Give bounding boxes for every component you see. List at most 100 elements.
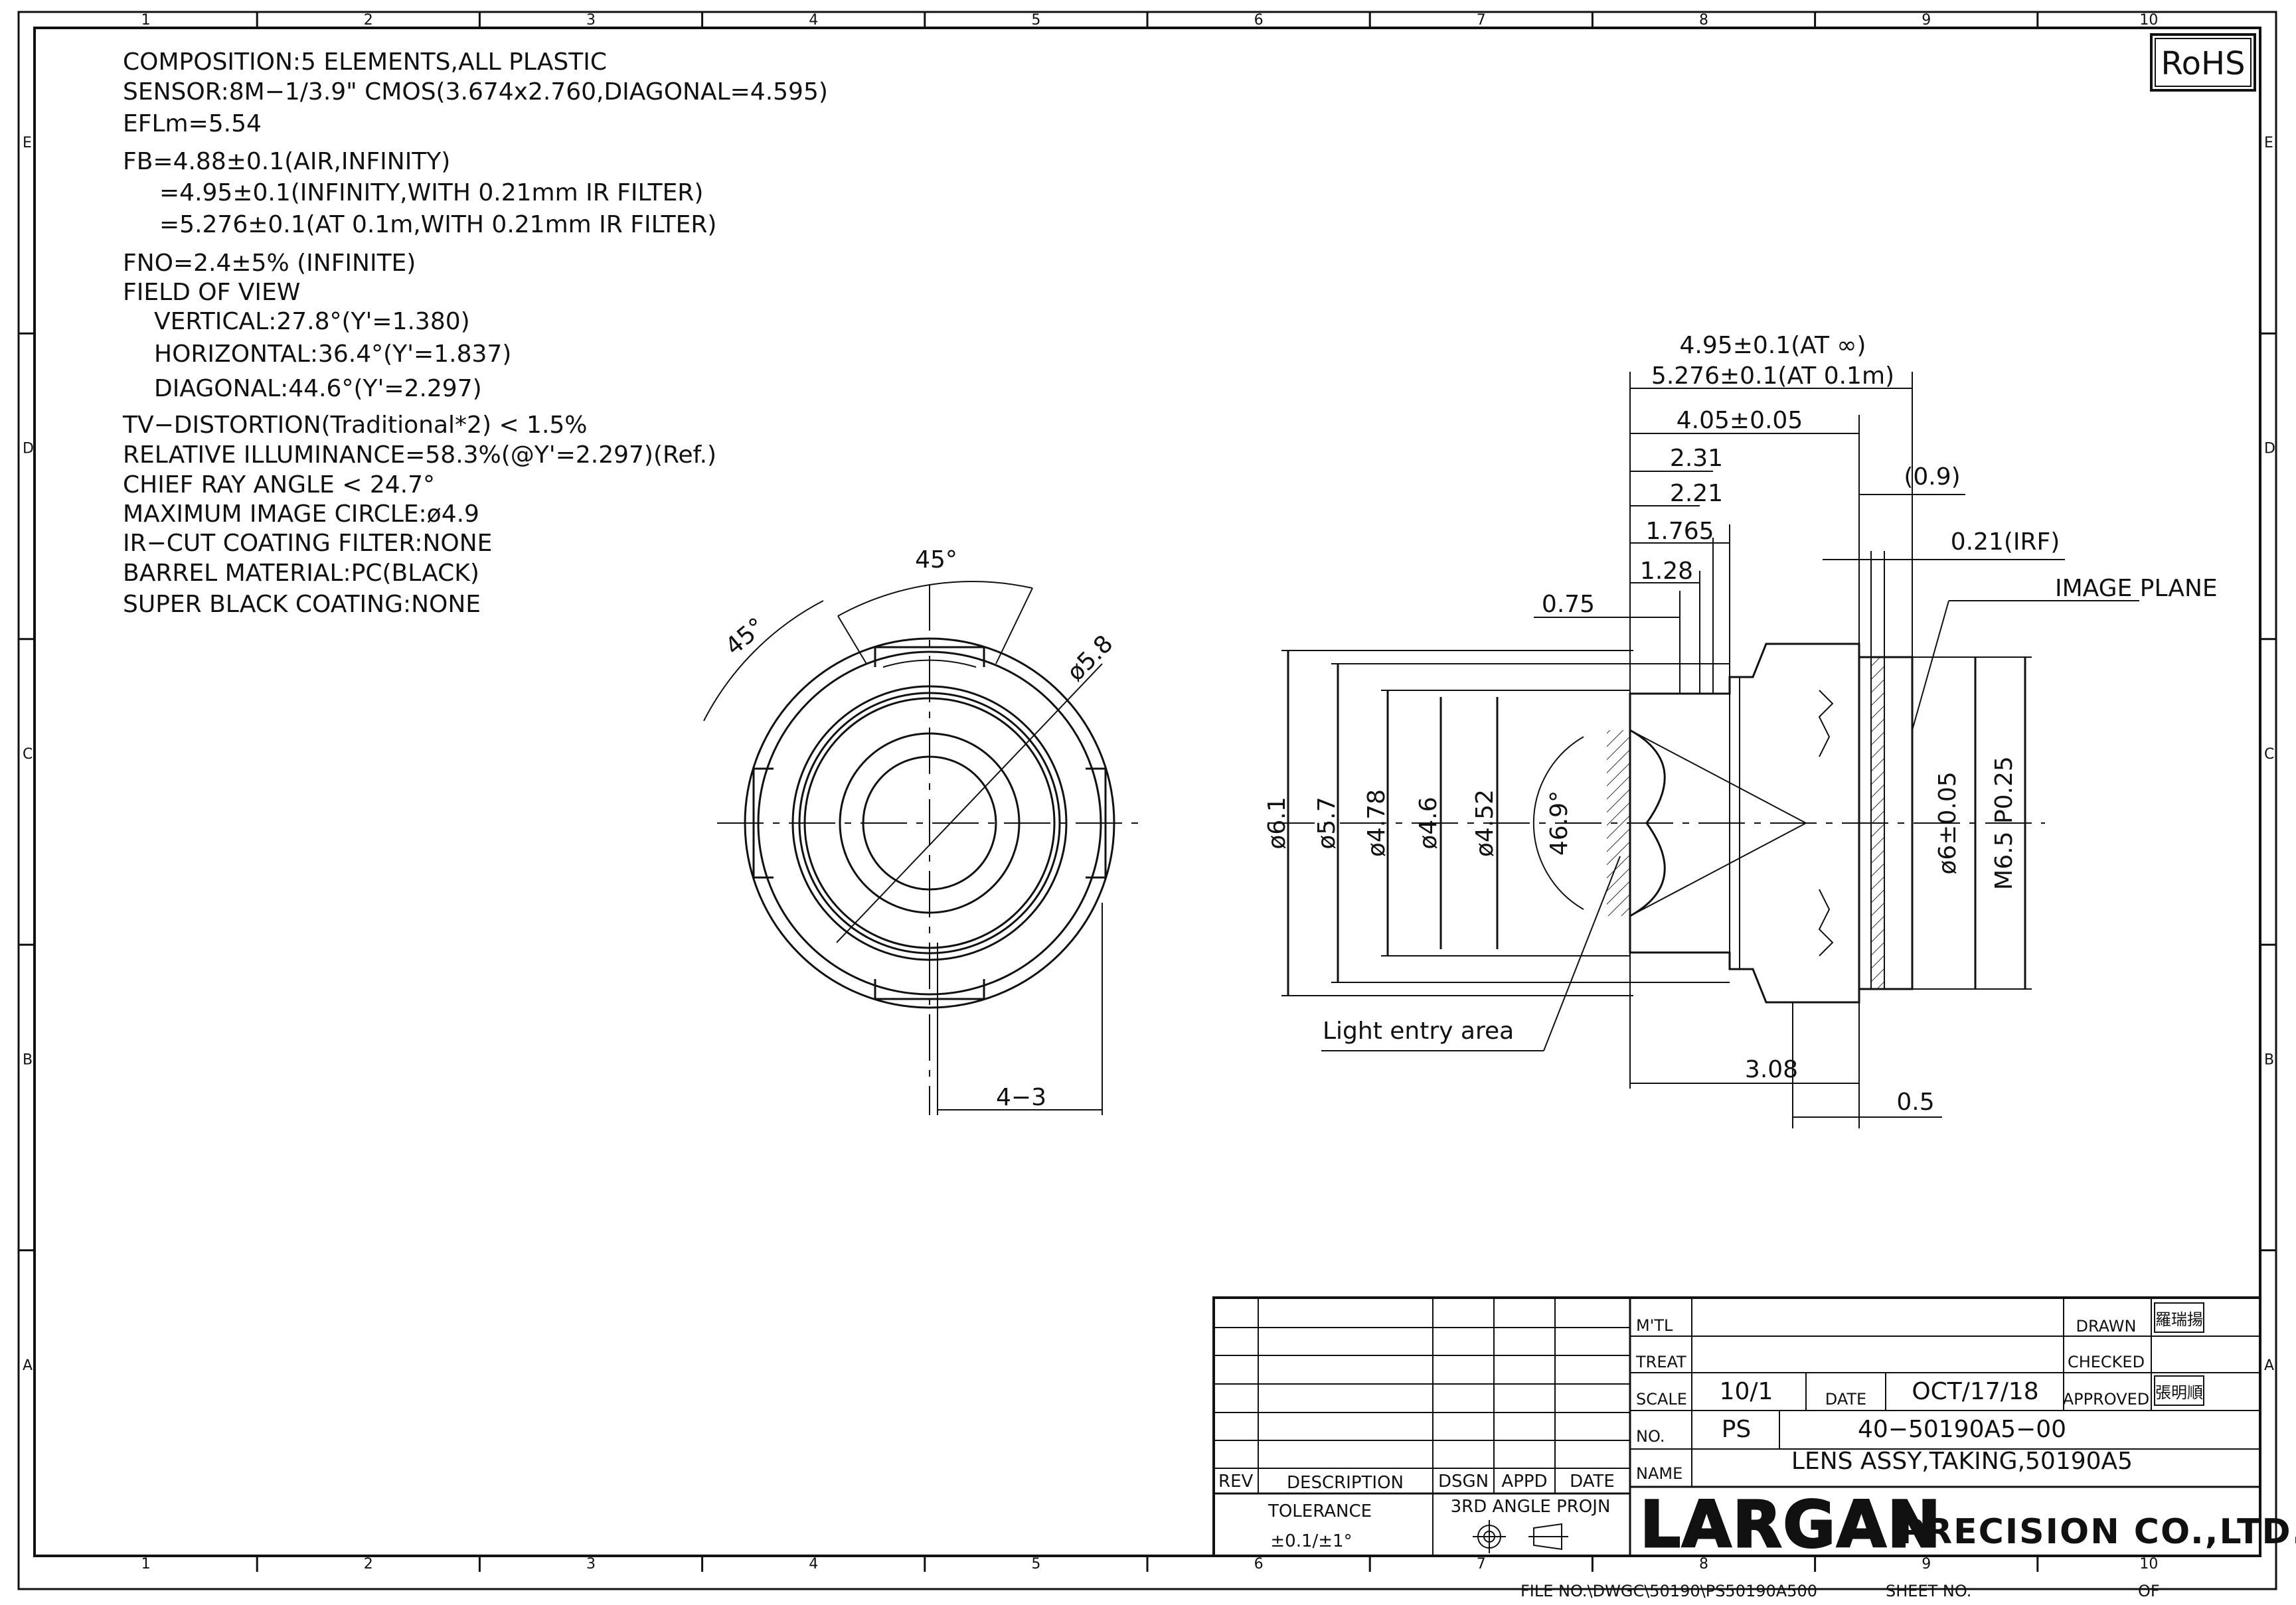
title-name-value: LENS ASSY,TAKING,50190A5	[1791, 1448, 2133, 1475]
title-rev: REV	[1218, 1472, 1253, 1491]
title-tolerance-value: ±0.1/±1°	[1270, 1531, 1352, 1551]
zone-label-right: D	[2264, 441, 2275, 457]
diameter-label: 46.9°	[1546, 791, 1573, 856]
front-view	[703, 581, 1142, 1115]
zone-label-bottom: 6	[1254, 1556, 1264, 1572]
diameter-leader	[836, 663, 1103, 943]
spec-line: CHIEF RAY ANGLE < 24.7°	[123, 471, 435, 498]
barrel-ring	[791, 685, 1068, 961]
title-date-label: DATE	[1825, 1390, 1866, 1409]
dimension-label: 1.765	[1645, 518, 1714, 545]
zone-label-bottom: 2	[364, 1556, 373, 1572]
thread-ring	[757, 650, 1102, 996]
zone-ticks	[19, 12, 2276, 1572]
diameter-label: ø4.6	[1415, 797, 1442, 849]
spec-line: HORIZONTAL:36.4°(Y'=1.837)	[154, 341, 511, 368]
spec-line: FB=4.88±0.1(AIR,INFINITY)	[123, 148, 450, 175]
angle-top-label: 45°	[915, 546, 957, 573]
spec-line: COMPOSITION:5 ELEMENTS,ALL PLASTIC	[123, 48, 607, 76]
dimension-label: 2.21	[1670, 480, 1723, 507]
barrel-inner-ring	[798, 692, 1061, 955]
company-mark: LARGAN	[1640, 1488, 1942, 1562]
spec-line: TV−DISTORTION(Traditional*2) < 1.5%	[122, 412, 588, 439]
title-checked: CHECKED	[2068, 1353, 2145, 1371]
title-description: DESCRIPTION	[1287, 1473, 1404, 1493]
zone-label-right: B	[2264, 1051, 2274, 1068]
zone-label-top: 7	[1477, 12, 1486, 29]
dimension-label: 1.28	[1640, 558, 1693, 585]
light-entry-label: Light entry area	[1323, 1018, 1514, 1045]
zone-label-top: 8	[1699, 12, 1708, 29]
spec-line: DIAGONAL:44.6°(Y'=2.297)	[154, 375, 482, 402]
spec-line: FNO=2.4±5% (INFINITE)	[123, 250, 416, 277]
zone-label-top: 10	[2139, 12, 2158, 29]
ir-filter	[1870, 656, 1885, 990]
title-name-label: NAME	[1636, 1464, 1682, 1483]
outer-ring	[744, 637, 1115, 1009]
title-appd: APPD	[1501, 1472, 1547, 1491]
title-drawn: DRAWN	[2076, 1317, 2137, 1336]
spec-line: =4.95±0.1(INFINITY,WITH 0.21mm IR FILTER…	[159, 179, 703, 206]
title-approved-sig: 張明順	[2155, 1383, 2203, 1402]
dimension-label: 4.95±0.1(AT ∞)	[1680, 332, 1866, 359]
slot-count-label: 4−3	[996, 1084, 1046, 1111]
dimension-label: 5.276±0.1(AT 0.1m)	[1651, 362, 1894, 390]
spec-notes: COMPOSITION:5 ELEMENTS,ALL PLASTICSENSOR…	[122, 48, 828, 618]
diameter-label: ø5.7	[1313, 797, 1341, 849]
dimension-label: 4.05±0.05	[1677, 407, 1803, 434]
zone-label-bottom: 7	[1477, 1556, 1486, 1572]
title-date-col: DATE	[1570, 1472, 1615, 1491]
zone-label-bottom: 5	[1031, 1556, 1040, 1572]
zone-label-top: 3	[586, 12, 596, 29]
angle-left-label: 45°	[720, 613, 770, 660]
title-scale-value: 10/1	[1720, 1378, 1773, 1405]
sheet-of-label: OF	[2138, 1582, 2160, 1600]
title-mtl: M'TL	[1636, 1316, 1673, 1335]
field-angle-arc	[1532, 736, 1584, 910]
lens-ring	[803, 697, 1056, 949]
slot-right	[1086, 767, 1107, 879]
front-diameter-label: ø5.8	[1062, 630, 1118, 686]
zone-label-bottom: 4	[809, 1556, 818, 1572]
zone-label-right: A	[2264, 1357, 2274, 1374]
zone-label-left: E	[23, 135, 32, 151]
spec-line: IR−CUT COATING FILTER:NONE	[123, 530, 492, 557]
angle-arc-top	[837, 581, 1033, 617]
zone-label-left: B	[23, 1051, 33, 1068]
zone-label-left: C	[23, 746, 33, 763]
title-tolerance-label: TOLERANCE	[1268, 1501, 1372, 1521]
rohs-badge: RoHS	[2150, 33, 2256, 92]
spec-line: VERTICAL:27.8°(Y'=1.380)	[154, 308, 470, 335]
dimension-label: 3.08	[1745, 1056, 1798, 1083]
aperture-outer	[839, 732, 1021, 914]
spec-line: SENSOR:8M−1/3.9" CMOS(3.674x2.760,DIAGON…	[123, 78, 828, 106]
zone-label-top: 5	[1031, 12, 1040, 29]
zone-label-bottom: 8	[1699, 1556, 1708, 1572]
file-number: FILE NO.\DWGC\50190\PS50190A500	[1520, 1582, 1817, 1600]
company-name: PRECISION CO.,LTD.	[1899, 1512, 2296, 1552]
slot-left	[752, 767, 774, 879]
dimension-label: 0.5	[1896, 1089, 1934, 1116]
zone-label-top: 6	[1254, 12, 1264, 29]
spec-line: SUPER BLACK COATING:NONE	[123, 591, 481, 618]
spec-line: MAXIMUM IMAGE CIRCLE:ø4.9	[123, 500, 479, 528]
diameter-label: ø4.52	[1471, 789, 1499, 857]
zone-label-bottom: 9	[1922, 1556, 1931, 1572]
slot-bottom	[874, 979, 985, 1000]
title-date-value: OCT/17/18	[1912, 1378, 2038, 1405]
aperture-inner	[862, 755, 997, 891]
zone-label-top: 2	[364, 12, 373, 29]
zone-label-top: 1	[141, 12, 151, 29]
zone-label-left: A	[23, 1357, 33, 1374]
dimension-label: 2.31	[1670, 445, 1723, 472]
title-no-value: 40−50190A5−00	[1858, 1416, 2066, 1443]
footer: FILE NO.\DWGC\50190\PS50190A500 SHEET NO…	[1520, 1582, 2160, 1600]
spec-line: FIELD OF VIEW	[123, 279, 300, 306]
title-treat: TREAT	[1635, 1353, 1686, 1371]
angle-arc-left	[703, 600, 824, 722]
rohs-label: RoHS	[2161, 45, 2245, 82]
diameter-label: ø4.78	[1363, 789, 1390, 857]
